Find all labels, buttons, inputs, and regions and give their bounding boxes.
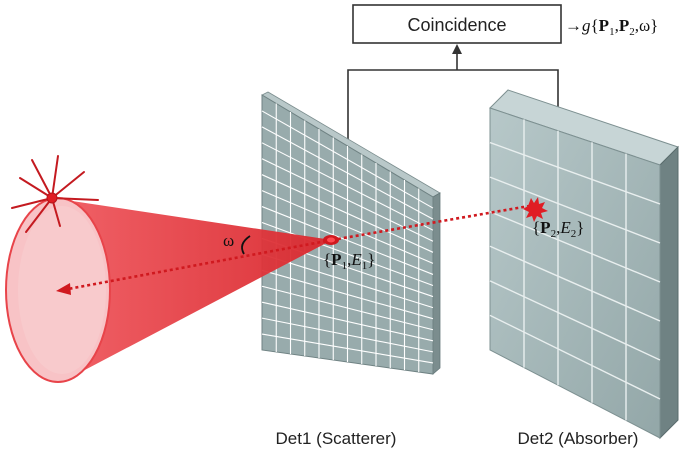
- output-sep2: ,: [635, 16, 639, 35]
- hit2-e: E: [559, 218, 571, 237]
- angle-omega-label: ω: [223, 231, 234, 250]
- det1-grid-row-line: [261, 301, 434, 342]
- det2-grid-row-line: [489, 280, 661, 361]
- hit1-open: {: [323, 250, 331, 269]
- det1-grid-row-line: [261, 110, 434, 209]
- output-close: }: [650, 16, 658, 35]
- output-p1-sub: 1: [609, 26, 615, 38]
- coincidence-wiring: [347, 44, 559, 145]
- det1-grid-row-line: [261, 126, 434, 220]
- output-p2-sub: 2: [629, 26, 635, 38]
- det1-grid-row-line: [261, 221, 434, 287]
- hit1-p: P: [331, 250, 341, 269]
- det1-scatterer: [261, 91, 441, 375]
- photon-path: [56, 203, 536, 295]
- hit2-label: {P2,E2}: [532, 218, 584, 240]
- det1-grid-row-line: [261, 269, 434, 320]
- det2-front-face: [489, 107, 661, 439]
- photon-path-scattered: [331, 203, 536, 242]
- hit2-close: }: [576, 218, 584, 237]
- det1-grid-row-line: [261, 190, 434, 264]
- source-sparkle: [11, 155, 99, 233]
- det1-grid-row-line: [261, 174, 434, 253]
- det1-grid: [261, 103, 434, 372]
- det1-grid-row-line: [261, 206, 434, 275]
- det1-label: Det1 (Scatterer): [276, 429, 397, 448]
- interaction-det2: [523, 197, 548, 222]
- backprojection-arrowhead: [56, 283, 71, 295]
- interaction-det1: [323, 235, 339, 245]
- hit1-p-sub: 1: [342, 260, 348, 272]
- det2-side-face: [659, 145, 679, 440]
- output-formula: →g{P1,P2,ω}: [565, 16, 658, 38]
- det2-grid-row-line: [489, 245, 661, 322]
- det2-grid-row-line: [489, 211, 661, 283]
- det1-grid-row-line: [261, 317, 434, 353]
- hit2-p-sub: 2: [551, 228, 557, 240]
- angle-arc: [241, 235, 251, 255]
- hit2-sep: ,: [556, 218, 560, 237]
- output-p2: P: [619, 16, 629, 35]
- output-omega: ω: [639, 16, 650, 35]
- det2-absorber: [489, 89, 679, 440]
- output-sep1: ,: [615, 16, 619, 35]
- wire-det1: [347, 69, 559, 145]
- det2-grid: [489, 119, 661, 421]
- coincidence-label: Coincidence: [407, 15, 506, 35]
- output-arrow: →: [565, 16, 582, 35]
- scatter-angle: ω: [223, 231, 251, 255]
- det2-label: Det2 (Absorber): [518, 429, 639, 448]
- output-p1: P: [599, 16, 609, 35]
- det2-grid-row-line: [489, 141, 661, 205]
- output-open: {: [591, 16, 599, 35]
- det2-grid-row-line: [489, 176, 661, 244]
- det1-grid-row-line: [261, 333, 434, 364]
- coincidence-box: Coincidence: [352, 4, 562, 44]
- det1-grid-row-line: [261, 253, 434, 309]
- det1-grid-row-line: [261, 142, 434, 231]
- photon-path-backprojection: [67, 238, 333, 291]
- wire-arrowhead: [452, 44, 462, 54]
- cone-body: [52, 198, 332, 382]
- det2-grid-row-line: [489, 314, 661, 400]
- det1-grid-row-line: [261, 285, 434, 331]
- hit1-e: E: [350, 250, 362, 269]
- det1-side-edge: [432, 192, 441, 375]
- hit1-label: {P1,E1}: [323, 250, 375, 272]
- hit1-close: }: [367, 250, 375, 269]
- source-point: [46, 192, 58, 204]
- hit2-e-sub: 2: [571, 228, 577, 240]
- hit2-p: P: [540, 218, 550, 237]
- hit1-sep: ,: [347, 250, 351, 269]
- hit1-e-sub: 1: [362, 260, 368, 272]
- hit2-open: {: [532, 218, 540, 237]
- output-func: g: [582, 16, 591, 35]
